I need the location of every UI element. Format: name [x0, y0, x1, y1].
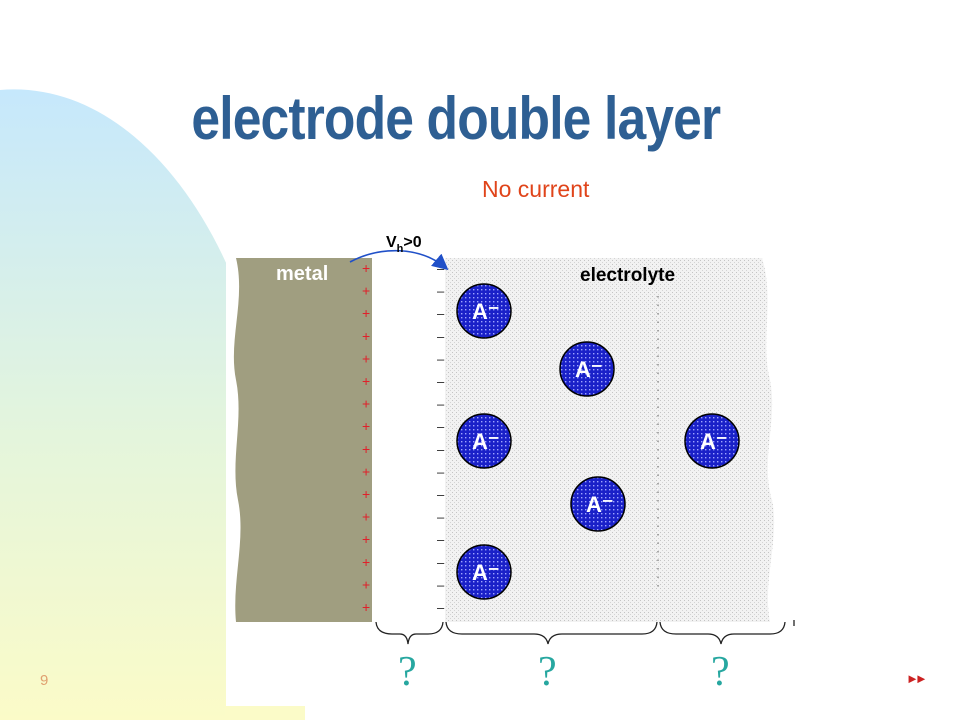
plus-charge: + [362, 486, 370, 502]
anion-circle [684, 413, 740, 469]
plus-charge: + [362, 463, 370, 479]
plus-charge: + [362, 350, 370, 366]
voltage-label: Vh>0 [386, 234, 422, 255]
question-mark-1: ? [398, 649, 417, 695]
anion-label: A⁻ [575, 357, 603, 382]
minus-charge: – [437, 284, 445, 299]
plus-charge: + [362, 599, 370, 615]
anion-circle [456, 544, 512, 600]
minus-charge: – [437, 510, 445, 525]
negative-charges: – – – – – – – – – – – – – – – – [437, 261, 445, 615]
plus-charge: + [362, 554, 370, 570]
plus-charge: + [362, 509, 370, 525]
anion-label: A⁻ [586, 492, 614, 517]
metal-label: metal [276, 263, 328, 285]
minus-charge: – [437, 577, 445, 592]
minus-charge: – [437, 464, 445, 479]
question-mark-3: ? [711, 649, 730, 695]
plus-charge: + [362, 418, 370, 434]
page-subtitle: No current [482, 176, 590, 202]
plus-charge: + [362, 576, 370, 592]
electrolyte-region [445, 258, 775, 622]
plus-charge: + [362, 260, 370, 276]
page-title: electrode double layer [191, 85, 721, 152]
brace-diffuse-layer [445, 621, 658, 645]
anion-circle [559, 341, 615, 397]
plus-charge: + [362, 373, 370, 389]
anion-circle [456, 283, 512, 339]
minus-charge: – [437, 600, 445, 615]
minus-charge: – [437, 442, 445, 457]
minus-charge: – [437, 555, 445, 570]
plus-charge: + [362, 305, 370, 321]
brace-bulk [659, 621, 786, 645]
minus-charge: – [437, 397, 445, 412]
electrolyte-label: electrolyte [580, 265, 675, 286]
anion-label: A⁻ [472, 560, 500, 585]
plus-charge: + [362, 441, 370, 457]
anion-label: A⁻ [472, 429, 500, 454]
minus-charge: – [437, 261, 445, 276]
minus-charge: – [437, 306, 445, 321]
anion-label: A⁻ [472, 299, 500, 324]
minus-charge: – [437, 374, 445, 389]
plus-charge: + [362, 328, 370, 344]
positive-charges: + + + + + + + + + + + + + + + + [362, 260, 370, 615]
metal-region [233, 258, 372, 622]
decorative-blob [0, 89, 270, 720]
next-slide-arrow-icon[interactable]: ►► [906, 671, 928, 686]
plus-charge: + [362, 396, 370, 412]
plus-charge: + [362, 531, 370, 547]
minus-charge: – [437, 487, 445, 502]
minus-charge: – [437, 329, 445, 344]
minus-charge: – [437, 419, 445, 434]
brace-inner-layer [375, 621, 444, 645]
question-mark-2: ? [538, 649, 557, 695]
minus-charge: – [437, 532, 445, 547]
anions: A⁻ A⁻ A⁻ A⁻ A⁻ A⁻ [456, 283, 740, 600]
anion-label: A⁻ [700, 429, 728, 454]
plus-charge: + [362, 283, 370, 299]
minus-charge: – [437, 351, 445, 366]
anion-circle [570, 476, 626, 532]
voltage-arrow [349, 249, 449, 271]
anion-circle [456, 413, 512, 469]
slide-number: 9 [40, 672, 49, 689]
